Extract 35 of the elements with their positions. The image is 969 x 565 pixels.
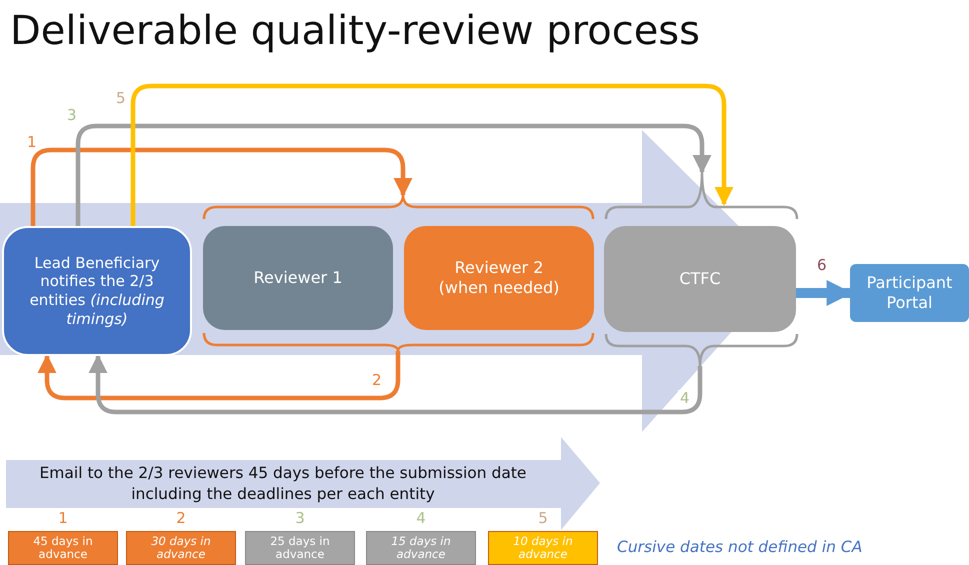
note: Cursive dates not defined in CA bbox=[617, 538, 862, 556]
edge-label: 6 bbox=[815, 257, 829, 274]
step-number: 5 bbox=[537, 509, 549, 527]
process-box bbox=[203, 226, 393, 330]
step-number: 3 bbox=[294, 509, 306, 527]
step-number: 2 bbox=[175, 509, 187, 527]
process-box bbox=[404, 226, 594, 330]
deadline-box bbox=[126, 531, 236, 565]
box-text: 10 days in advance bbox=[512, 534, 574, 562]
email-text: Email to the 2/3 reviewers 45 days before the submission date including the deadlines per each entity bbox=[38, 463, 528, 504]
deadline-box bbox=[8, 531, 118, 565]
step-number: 1 bbox=[57, 509, 69, 527]
box-text: 15 days in advance bbox=[390, 534, 452, 562]
arrow bbox=[76, 124, 712, 226]
deadline-box bbox=[488, 531, 598, 565]
arrow bbox=[38, 351, 400, 400]
process-box bbox=[2, 226, 192, 356]
process-box bbox=[604, 226, 796, 332]
block-arrow bbox=[796, 280, 853, 306]
box-text: Participant Portal bbox=[866, 273, 954, 313]
box-text: Reviewer 2 (when needed) bbox=[438, 258, 560, 298]
title: Deliverable quality-review process bbox=[10, 8, 700, 54]
process-box bbox=[850, 264, 969, 322]
arrow bbox=[88, 354, 702, 414]
deadline-box bbox=[366, 531, 476, 565]
box-text: 30 days in advance bbox=[150, 534, 212, 562]
deadline-box bbox=[245, 531, 355, 565]
box-text: 25 days in advance bbox=[269, 534, 331, 562]
arrow bbox=[130, 84, 734, 226]
box-text: 45 days in advance bbox=[32, 534, 94, 562]
box-text: Reviewer 1 bbox=[254, 268, 342, 288]
step-number: 4 bbox=[415, 509, 427, 527]
box-text: Lead Beneficiary notifies the 2/3 entities (including timings) bbox=[28, 254, 166, 328]
arrow bbox=[30, 148, 412, 226]
box-text: CTFC bbox=[679, 269, 721, 289]
